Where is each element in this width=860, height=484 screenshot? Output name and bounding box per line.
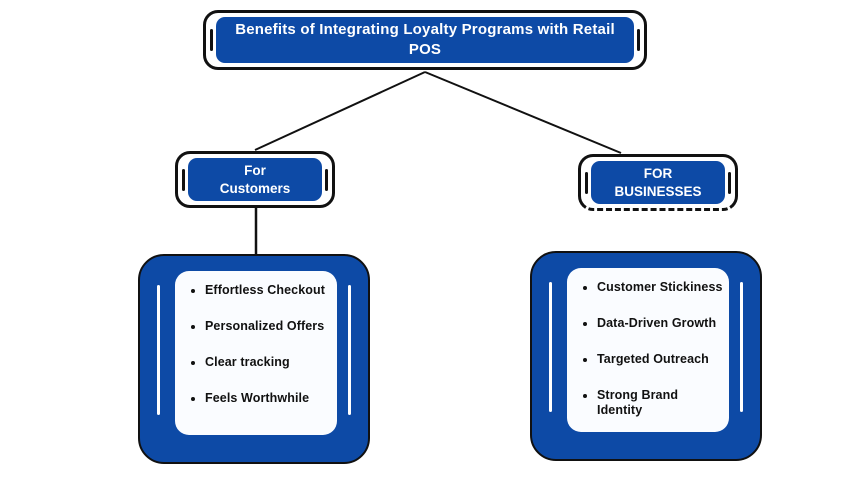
branch-node-customers-inner: For Customers: [188, 158, 322, 201]
title-node: Benefits of Integrating Loyalty Programs…: [203, 10, 647, 70]
branch-node-customers: For Customers: [175, 151, 335, 208]
businesses-benefits-list: Customer Stickiness Data-Driven Growth T…: [575, 280, 723, 418]
businesses-left-tick-decoration: [585, 171, 588, 194]
businesses-panel-right-accent-line: [740, 282, 743, 412]
connector-title-to-businesses: [424, 71, 622, 154]
list-item: Strong Brand Identity: [597, 388, 723, 418]
benefits-panel-businesses: Customer Stickiness Data-Driven Growth T…: [530, 251, 762, 461]
list-item: Data-Driven Growth: [597, 316, 723, 352]
branch-label-businesses: FOR BUSINESSES: [614, 165, 702, 199]
customers-panel-left-accent-line: [157, 285, 160, 415]
businesses-panel-left-accent-line: [549, 282, 552, 412]
customers-benefits-list: Effortless Checkout Personalized Offers …: [183, 283, 331, 406]
title-node-inner: Benefits of Integrating Loyalty Programs…: [216, 17, 634, 63]
businesses-right-tick-decoration: [728, 171, 731, 194]
branch-node-businesses-inner: FOR BUSINESSES: [591, 161, 725, 204]
branch-node-businesses: FOR BUSINESSES: [578, 154, 738, 211]
list-item: Feels Worthwhile: [205, 391, 331, 406]
list-item: Customer Stickiness: [597, 280, 723, 316]
list-item: Clear tracking: [205, 355, 331, 391]
customers-left-tick-decoration: [182, 168, 185, 191]
connector-title-to-customers: [254, 71, 426, 151]
customers-benefits-sheet: Effortless Checkout Personalized Offers …: [175, 271, 337, 435]
title-right-tick-decoration: [637, 29, 640, 51]
title-left-tick-decoration: [210, 29, 213, 51]
customers-panel-right-accent-line: [348, 285, 351, 415]
customers-right-tick-decoration: [325, 168, 328, 191]
branch-label-customers: For Customers: [219, 162, 291, 196]
benefits-panel-customers: Effortless Checkout Personalized Offers …: [138, 254, 370, 464]
list-item: Effortless Checkout: [205, 283, 331, 319]
list-item: Targeted Outreach: [597, 352, 723, 388]
diagram-title: Benefits of Integrating Loyalty Programs…: [235, 20, 615, 58]
list-item: Personalized Offers: [205, 319, 331, 355]
businesses-benefits-sheet: Customer Stickiness Data-Driven Growth T…: [567, 268, 729, 432]
